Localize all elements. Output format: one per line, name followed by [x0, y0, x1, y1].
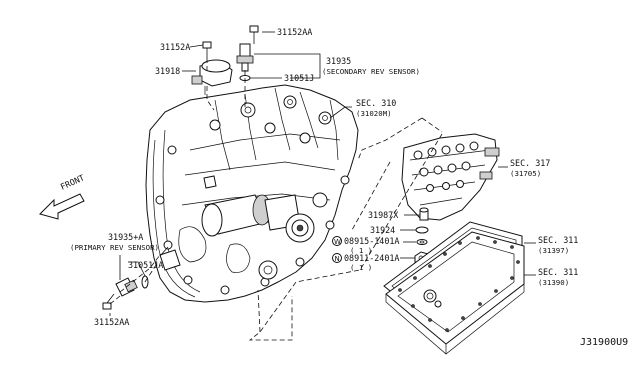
label-sec311-pan: SEC. 311	[538, 267, 578, 277]
valve-body-sec317[interactable]	[401, 133, 500, 221]
label-sec310: SEC. 310	[356, 98, 396, 108]
filter-31987x[interactable]	[419, 207, 429, 221]
label-31935-note: (SECONDARY REV SENSOR)	[322, 67, 420, 76]
washer-08915[interactable]	[416, 239, 428, 245]
label-31935a: 31935+A	[108, 232, 143, 242]
svg-text:W: W	[334, 238, 341, 246]
circled-n-icon: N	[332, 253, 342, 263]
primary-rev-sensor-31935a[interactable]	[115, 277, 138, 297]
circled-w-icon: W	[332, 236, 342, 246]
label-31935: 31935	[326, 56, 351, 66]
label-31152aa-top: 31152AA	[277, 27, 312, 37]
diagram-id: J31900U9	[580, 337, 628, 348]
label-sec317-sub: (31705)	[510, 169, 541, 178]
label-08915: 08915-1401A	[344, 236, 399, 246]
label-sec311-pan-sub: (31390)	[538, 278, 569, 287]
svg-text:N: N	[335, 255, 340, 263]
front-arrow-icon	[39, 193, 85, 220]
leader-lines	[109, 31, 536, 316]
secondary-rev-sensor-31935[interactable]	[236, 43, 254, 72]
label-08911-qty: ( 1 )	[350, 263, 372, 272]
label-31935a-note: (PRIMARY REV SENSOR)	[70, 243, 159, 252]
label-31152a-top: 31152A	[160, 42, 190, 52]
label-08915-qty: ( 1 )	[350, 246, 372, 255]
label-31924: 31924	[370, 225, 395, 235]
label-31987x: 31987X	[368, 210, 398, 220]
oil-pan-31390[interactable]	[385, 231, 525, 355]
label-sec311-gasket-sub: (31397)	[538, 246, 569, 255]
label-sec317: SEC. 317	[510, 158, 550, 168]
front-label: FRONT	[59, 172, 86, 191]
label-08911: 08911-2401A	[344, 253, 399, 263]
label-sec310-sub: (31020M)	[356, 109, 392, 118]
label-31051ja: 31051JA	[128, 260, 163, 270]
sensor-31918[interactable]	[191, 59, 233, 95]
bolt-31152aa-top[interactable]	[249, 25, 259, 42]
label-sec311-gasket: SEC. 311	[538, 235, 578, 245]
gasket-31924[interactable]	[415, 226, 429, 234]
label-31152aa-bottom: 31152AA	[94, 317, 129, 327]
label-31918: 31918	[155, 66, 180, 76]
bolt-31152a-top[interactable]	[202, 41, 212, 58]
assembly-lines	[109, 42, 443, 341]
label-31051j: 31051J	[284, 73, 314, 83]
transmission-case[interactable]	[145, 84, 359, 303]
bolt-31152aa-bottom[interactable]	[102, 293, 115, 310]
